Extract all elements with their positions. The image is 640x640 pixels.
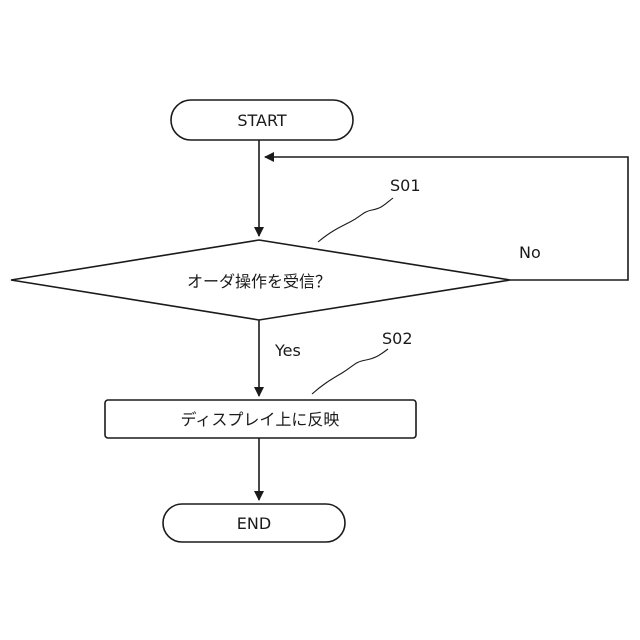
process-box: ディスプレイ上に反映	[105, 400, 416, 438]
step-id-s01: S01	[390, 176, 421, 195]
process-text: ディスプレイ上に反映	[181, 410, 340, 429]
s01-leader-line	[318, 198, 393, 242]
end-label: END	[237, 514, 271, 533]
start-terminator: START	[171, 100, 353, 140]
end-terminator: END	[163, 504, 345, 542]
s02-leader-line	[312, 349, 388, 394]
step-id-s02: S02	[382, 329, 413, 348]
decision-diamond: オーダ操作を受信？	[11, 240, 510, 320]
no-label: No	[519, 243, 541, 262]
decision-text: オーダ操作を受信？	[187, 272, 331, 291]
yes-label: Yes	[274, 341, 301, 360]
start-label: START	[237, 111, 287, 130]
